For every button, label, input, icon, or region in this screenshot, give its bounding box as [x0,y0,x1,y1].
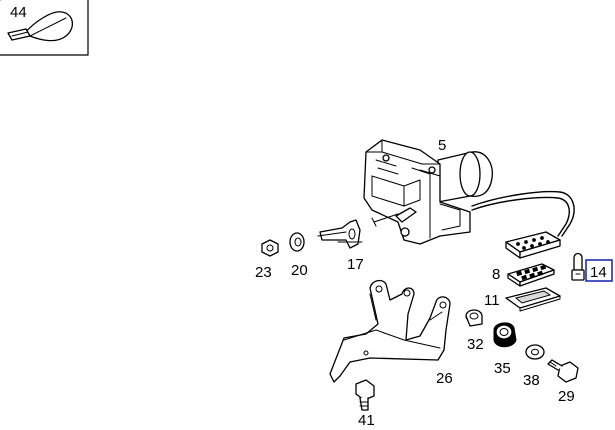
cable-tie-loop [23,11,73,42]
nut-23: 23 [255,239,279,281]
bolt-29: 29 [547,359,579,405]
callout-23: 23 [255,264,272,281]
bracket-17: 17 [317,219,364,273]
hydraulic-unit: 5 [363,137,575,245]
callout-32: 32 [467,336,484,353]
callout-35: 35 [494,360,511,377]
callout-44: 44 [10,4,27,21]
seal-frame-11: 11 [484,287,561,312]
callout-11: 11 [484,292,500,309]
washer-20: 20 [289,232,308,279]
callout-14-highlight [585,259,613,282]
callout-29: 29 [558,388,575,405]
bushing-32: 32 [465,309,484,353]
washer-38: 38 [523,344,545,389]
callout-38: 38 [523,372,540,389]
cable-connector [505,231,561,259]
callout-26: 26 [436,370,453,387]
callout-5: 5 [438,137,446,154]
callout-41: 41 [358,412,375,429]
callout-20: 20 [291,262,308,279]
rubber-mount-35: 35 [493,322,517,377]
inset-cable-tie: 44 [0,0,89,56]
mounting-bracket-26: 26 [329,279,453,387]
callout-14: 14 [590,264,607,281]
pin-14: 14 [571,252,613,282]
valve-block [363,139,471,245]
bolt-41: 41 [355,379,375,429]
gasket-8: 8 [492,263,555,287]
callout-17: 17 [347,256,364,273]
callout-8: 8 [492,266,500,283]
